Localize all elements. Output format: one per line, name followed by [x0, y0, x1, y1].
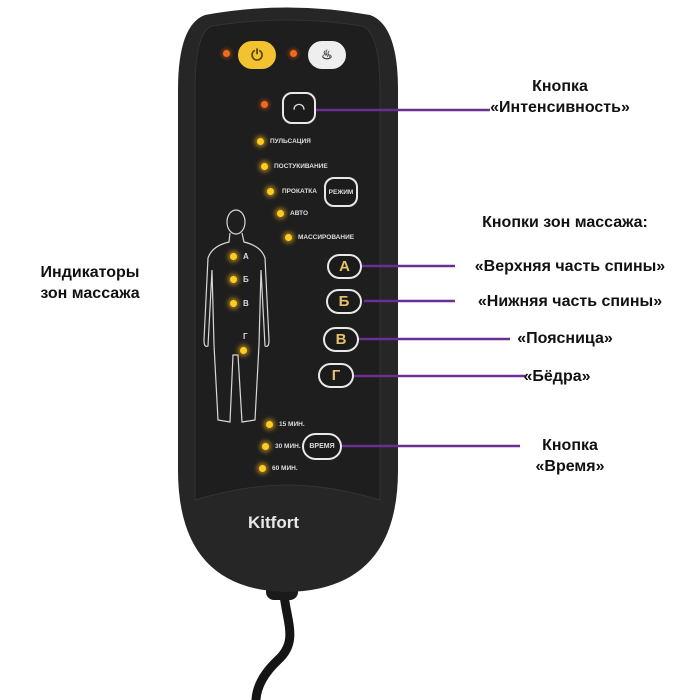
time-button[interactable]: ВРЕМЯ [302, 433, 342, 460]
zone-indicator-label: В [243, 299, 249, 308]
callout-zone-g: «Бёдра» [523, 368, 591, 385]
callout-zone-a: «Верхняя часть спины» [474, 258, 666, 275]
time-led [262, 443, 269, 450]
mode-label: АВТО [290, 210, 309, 217]
callout-indicators: Индикаторы зон массажа [20, 262, 160, 304]
zone-b-button[interactable]: Б [326, 289, 362, 314]
mode-label: ПОСТУКИВАНИЕ [274, 163, 328, 170]
mode-button[interactable]: РЕЖИМ [324, 177, 358, 207]
mode-led [285, 234, 292, 241]
zone-g-button[interactable]: Г [318, 363, 354, 388]
mode-label: МАССИРОВАНИЕ [298, 234, 355, 241]
zone-led-v [230, 300, 237, 307]
zone-indicator-label: Б [243, 275, 249, 284]
zone-led-b [230, 276, 237, 283]
intensity-led [261, 101, 268, 108]
gauge-icon: ◠ [292, 99, 306, 116]
cable [251, 584, 295, 700]
callout-zones-title: Кнопки зон массажа: [482, 214, 648, 231]
zone-led-g [240, 347, 247, 354]
mode-label: ПУЛЬСАЦИЯ [270, 138, 311, 145]
callout-zone-v: «Поясница» [517, 330, 613, 347]
callout-text: Индикаторы [40, 264, 140, 281]
annotation-lines [316, 108, 525, 448]
heat-led [290, 50, 297, 57]
zone-indicator-label: А [243, 252, 249, 261]
power-button[interactable]: ⏻ [238, 41, 276, 69]
zone-v-button[interactable]: В [323, 327, 359, 352]
zone-indicator-label: Г [243, 332, 248, 341]
power-icon: ⏻ [251, 46, 263, 64]
time-led [266, 421, 273, 428]
time-label: 15 МИН. [279, 421, 305, 428]
time-led [259, 465, 266, 472]
callout-intensity: Кнопка «Интенсивность» [480, 76, 640, 118]
mode-led [267, 188, 274, 195]
power-led [223, 50, 230, 57]
heat-button[interactable]: ♨ [308, 41, 346, 69]
callout-text: Кнопка [542, 437, 598, 454]
mode-led [257, 138, 264, 145]
time-label: 30 МИН. [275, 443, 301, 450]
zone-led-a [230, 253, 237, 260]
callout-text: Кнопка [532, 78, 588, 95]
heat-icon: ♨ [321, 47, 333, 62]
body-silhouette [203, 209, 270, 423]
callout-time: Кнопка «Время» [510, 435, 630, 477]
callout-text: зон массажа [40, 285, 140, 302]
callout-text: «Время» [535, 458, 605, 475]
brand-logo: Kitfort [248, 513, 299, 532]
mode-led [277, 210, 284, 217]
callout-zone-b: «Нижняя часть спины» [477, 293, 663, 310]
mode-label: ПРОКАТКА [282, 188, 317, 195]
callout-text: «Интенсивность» [490, 99, 630, 116]
time-label: 60 МИН. [272, 465, 298, 472]
intensity-button[interactable]: ◠ [282, 92, 316, 124]
zone-a-button[interactable]: А [327, 254, 362, 279]
mode-led [261, 163, 268, 170]
